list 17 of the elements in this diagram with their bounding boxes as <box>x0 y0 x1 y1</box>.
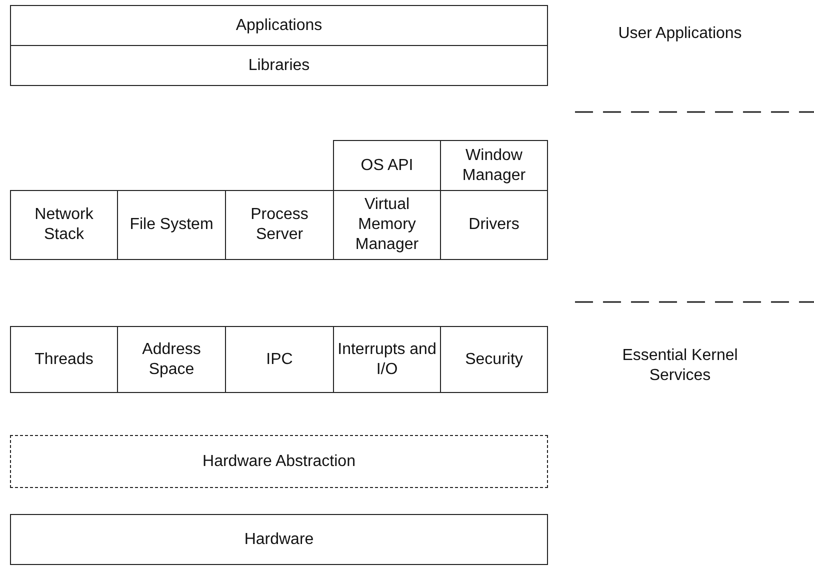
component-box: Process Server <box>225 190 334 260</box>
component-box: Window Manager <box>440 140 548 191</box>
component-box: OS API <box>333 140 441 191</box>
component-box: IPC <box>225 326 334 393</box>
layer-box: Applications <box>10 5 548 46</box>
component-box: Address Space <box>117 326 226 393</box>
component-box: Network Stack <box>10 190 118 260</box>
component-box: Security <box>440 326 548 393</box>
layer-caption: Essential Kernel Services <box>621 346 739 386</box>
component-box: File System <box>117 190 226 260</box>
layer-caption: User Applications <box>617 24 743 44</box>
component-box: Interrupts and I/O <box>333 326 441 393</box>
dashed-layer-box: Hardware Abstraction <box>10 435 548 488</box>
component-box: Threads <box>10 326 118 393</box>
component-box: Drivers <box>440 190 548 260</box>
layer-box: Hardware <box>10 514 548 565</box>
layer-box: Libraries <box>10 45 548 86</box>
